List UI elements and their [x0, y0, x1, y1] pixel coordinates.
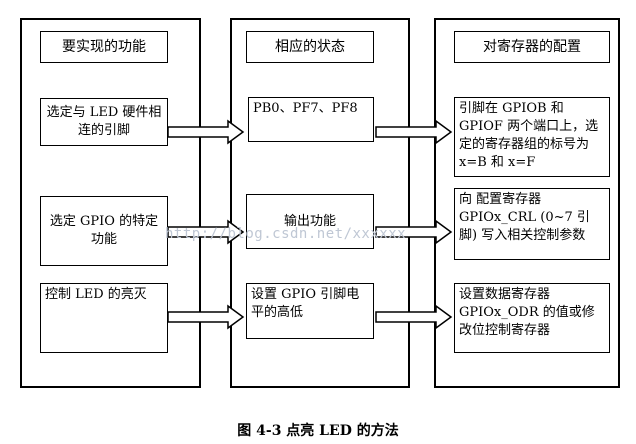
- state-pin-level: 设置 GPIO 引脚电平的高低: [246, 283, 374, 339]
- function-select-led-pin: 选定与 LED 硬件相连的引脚: [40, 98, 168, 146]
- function-select-gpio-mode: 选定 GPIO 的特定功能: [40, 196, 168, 266]
- function-select-led-pin-text: 选定与 LED 硬件相连的引脚: [46, 105, 162, 138]
- function-control-led-text: 控制 LED 的亮灭: [45, 287, 147, 302]
- arrow-row3-left: [167, 304, 245, 330]
- arrow-row1-right: [375, 119, 453, 145]
- state-pin-level-text: 设置 GPIO 引脚电平的高低: [251, 287, 360, 320]
- header-functions: 要实现的功能: [40, 31, 168, 63]
- header-states-label: 相应的状态: [275, 39, 345, 55]
- register-crl: 向 配置寄存器 GPIOx_CRL (0~7 引脚) 写入相关控制参数: [454, 188, 610, 260]
- function-select-gpio-mode-text: 选定 GPIO 的特定功能: [49, 214, 159, 247]
- header-states: 相应的状态: [246, 31, 374, 63]
- arrow-row2-left: [167, 219, 245, 245]
- register-crl-text: 向 配置寄存器 GPIOx_CRL (0~7 引脚) 写入相关控制参数: [459, 192, 590, 243]
- figure-caption: 图 4-3 点亮 LED 的方法: [237, 423, 399, 439]
- state-output-mode-text: 输出功能: [283, 213, 336, 229]
- watermark-text: http://blog.csdn.net/xxxxxx: [165, 226, 407, 242]
- function-control-led: 控制 LED 的亮灭: [40, 283, 168, 353]
- arrow-row1-left: [167, 119, 245, 145]
- register-gpio-port: 引脚在 GPIOB 和 GPIOF 两个端口上，选定的寄存器组的标号为 x=B …: [454, 97, 610, 177]
- state-pins-text: PB0、PF7、PF8: [253, 101, 358, 116]
- register-gpio-port-text: 引脚在 GPIOB 和 GPIOF 两个端口上，选定的寄存器组的标号为 x=B …: [459, 101, 599, 170]
- arrow-row2-right: [375, 219, 453, 245]
- header-functions-label: 要实现的功能: [62, 39, 146, 55]
- register-odr: 设置数据寄存器 GPIOx_ODR 的值或修改位控制寄存器: [454, 283, 610, 353]
- header-registers-label: 对寄存器的配置: [483, 39, 581, 55]
- register-odr-text: 设置数据寄存器 GPIOx_ODR 的值或修改位控制寄存器: [459, 287, 595, 338]
- arrow-row3-right: [375, 304, 453, 330]
- header-registers: 对寄存器的配置: [454, 31, 610, 63]
- state-pins: PB0、PF7、PF8: [248, 97, 374, 142]
- state-output-mode: 输出功能: [246, 194, 374, 249]
